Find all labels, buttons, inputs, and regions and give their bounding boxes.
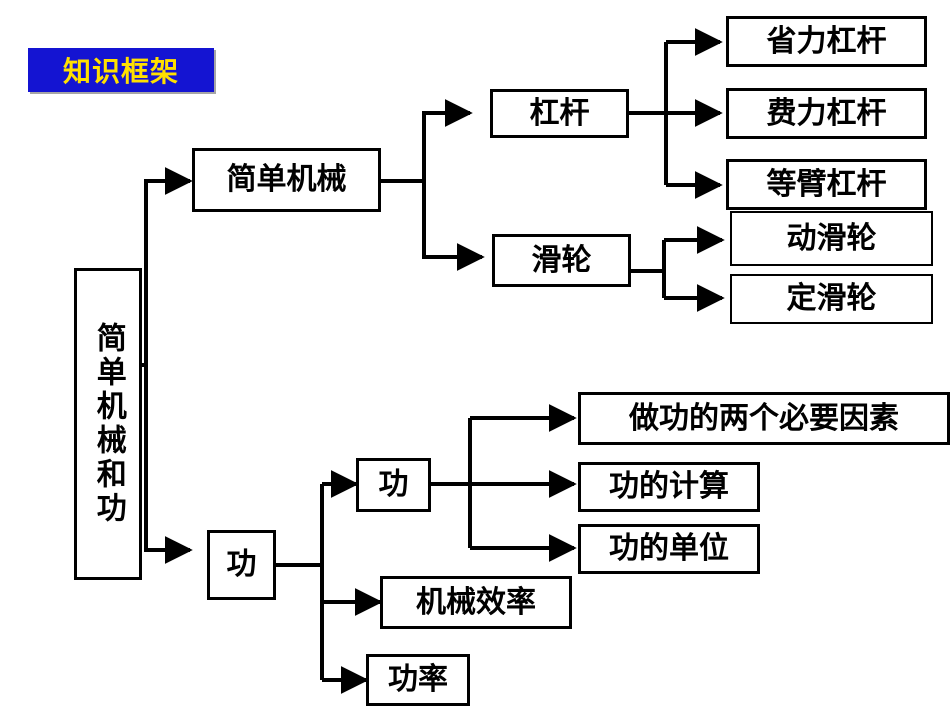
page-title-badge: 知识框架 [28,48,214,92]
node-simple-machines[interactable]: 简单机械 [192,148,381,212]
node-movable-pulley[interactable]: 动滑轮 [730,211,933,266]
node-work-detail[interactable]: 功 [356,458,431,512]
node-work-calculation[interactable]: 功的计算 [578,462,760,512]
node-work-unit[interactable]: 功的单位 [578,524,760,574]
node-power[interactable]: 功率 [366,654,470,706]
node-pulley[interactable]: 滑轮 [492,234,631,287]
node-two-factors-of-work[interactable]: 做功的两个必要因素 [578,392,950,445]
node-lever[interactable]: 杠杆 [490,89,629,138]
node-fixed-pulley[interactable]: 定滑轮 [730,274,933,324]
node-equal-arm-lever[interactable]: 等臂杠杆 [726,159,927,210]
node-root-simple-machines-and-work[interactable]: 简单机械和功 [74,268,142,580]
node-mechanical-efficiency[interactable]: 机械效率 [380,576,572,629]
node-effort-saving-lever[interactable]: 省力杠杆 [726,16,927,67]
node-effort-costing-lever[interactable]: 费力杠杆 [726,88,927,139]
node-work[interactable]: 功 [207,530,276,600]
